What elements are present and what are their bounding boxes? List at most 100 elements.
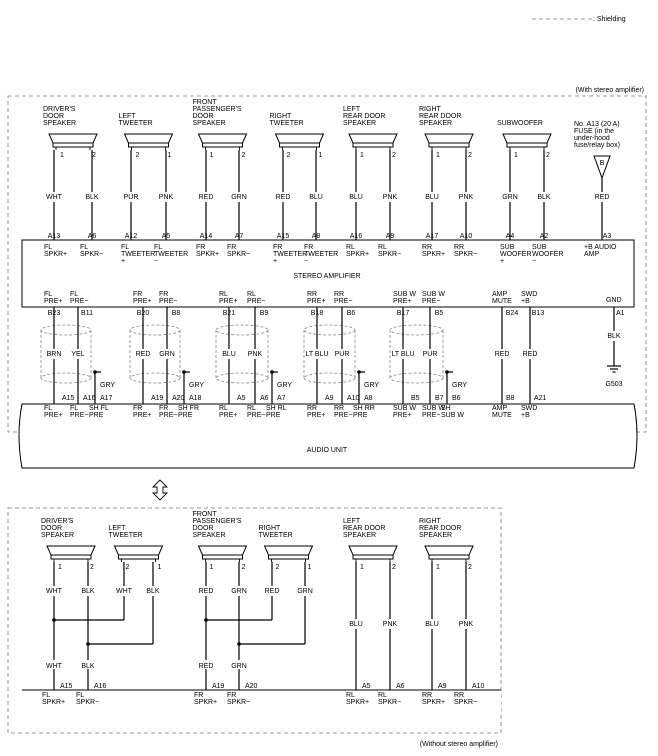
pre-out-0-au-conn: A17 [100,395,113,402]
b-speaker-3-color: RED [265,588,280,595]
b-front-out-1-au-label: FR [227,692,236,699]
speaker-6-amp-in: − [532,258,536,265]
pre-out-3-label: PRE− [334,298,352,305]
b-rear-0-1-color: PNK [383,621,398,628]
speaker-2-name: PASSENGER'S [193,106,242,113]
pre-out-3-au-label: RR [307,405,317,412]
pre-out-0-au-conn: A15 [62,395,75,402]
speaker-6-amp-in: WOOFER [500,251,532,258]
splice-dot [237,642,241,646]
pre-out-2-b-color: PNK [248,351,263,358]
b-rear-1-au-label: RR [454,692,464,699]
speaker-1-amp-in: − [154,258,158,265]
swd-au-label: +B [521,412,530,419]
pre-out-2-conn-b: B9 [260,310,269,317]
speaker-3-amp-in: − [304,258,308,265]
pre-out-3-au-label: SH RR [353,405,375,412]
b-speaker-2-name: PASSENGER'S [193,518,242,525]
pre-out-4-b-color: PUR [423,351,438,358]
b-speaker-3-pin: 2 [276,564,280,571]
b-rear-0-au-label: RL [346,692,355,699]
b-speaker-0-name: DRIVER'S [41,518,74,525]
speaker-1-name: TWEETER [119,120,153,127]
pre-out-3-shield [303,324,356,336]
speaker-2-amp-in: FR [227,244,236,251]
pre-out-3-au-conn: A10 [347,395,360,402]
speaker-5-pin: 2 [468,152,472,159]
pre-out-4-au-conn: B5 [411,395,420,402]
speaker-5-name: REAR DOOR [419,113,461,120]
pre-out-1-au-conn: A20 [172,395,185,402]
b-speaker-0-name: DOOR [41,525,62,532]
b-front-out-0-au-label: SPKR− [76,699,99,706]
speaker-1-amp-in: + [121,258,125,265]
speaker-2-amp-in: SPKR+ [196,251,219,258]
pre-out-1-au-label: PRE− [159,412,177,419]
pre-out-4-label: PRE+ [393,298,411,305]
b-speaker-1-pin: 2 [126,564,130,571]
speaker-3-1-color: BLU [309,194,323,201]
pre-out-1-label: PRE− [159,298,177,305]
pre-out-3-b-color: PUR [335,351,350,358]
speaker-2-amp-in: SPKR− [227,251,250,258]
b-speaker-2-pin: 2 [242,564,246,571]
b-speaker-0-pin: 2 [90,564,94,571]
b-front-out-1-au-label: SPKR− [227,699,250,706]
speaker-4-conn: A9 [386,233,395,240]
speaker-3-pin: 1 [319,152,323,159]
speaker-5-pin: 1 [436,152,440,159]
pre-out-4-au-label: SUB W [393,405,416,412]
speaker-4-icon [348,133,398,144]
fuse-label: FUSE (in the [574,128,614,135]
b-speaker-0-name: SPEAKER [41,532,74,539]
pre-out-4-au-label: SUB W [422,405,445,412]
speaker-0-amp-in: SPKR+ [44,251,67,258]
b-rear-1-conn: A9 [438,683,447,690]
b-front-out-0-au-label: FL [42,692,50,699]
swd-label: +B [521,298,530,305]
pre-out-1-au-conn: A18 [189,395,202,402]
speaker-0-icon [48,133,98,144]
pre-out-3-label: RR [334,291,344,298]
b-rear-0-name: SPEAKER [343,532,376,539]
speaker-3-icon [274,133,325,144]
swd-au-conn: A21 [534,395,547,402]
pre-out-1-au-label: PRE+ [133,412,151,419]
pre-out-0-drain-color: GRY [100,382,115,389]
speaker-3-pin: 2 [287,152,291,159]
speaker-4-amp-in: RL [346,244,355,251]
swd-color: RED [523,351,538,358]
splice-dot [445,370,449,374]
pre-out-2-au-label: PRE [266,412,281,419]
pre-out-4-au-label: SUB W [441,412,464,419]
b-rear-0-conn: A5 [362,683,371,690]
pre-out-4-label: PRE− [422,298,440,305]
pre-out-1-drain-color: GRY [189,382,204,389]
b-rear-0-au-label: SPKR+ [346,699,369,706]
pre-out-0-au-label: SH FL [89,405,109,412]
speaker-3-0-color: RED [276,194,291,201]
speaker-1-amp-in: TWEETER [154,251,188,258]
splice-dot [52,618,56,622]
speaker-0-name: DRIVER'S [43,106,76,113]
b-speaker-2-name: DOOR [193,525,214,532]
speaker-0-amp-in: SPKR− [80,251,103,258]
pre-out-2-au-conn: A7 [277,395,286,402]
b-rear-0-0-color: BLU [349,621,363,628]
pre-out-0-label: PRE− [70,298,88,305]
b-speaker-2-icon [197,545,248,556]
splice-dot [270,370,274,374]
pre-out-3-label: RR [307,291,317,298]
speaker-2-conn: A7 [235,233,244,240]
with-amp-frame [7,95,647,433]
pre-out-4-shield [389,330,444,378]
b-speaker-1-color: WHT [116,588,133,595]
pre-out-1-shield [129,372,181,384]
speaker-6-conn: A4 [506,233,515,240]
speaker-0-0-color: WHT [46,194,63,201]
speaker-5-name: RIGHT [419,106,442,113]
speaker-5-1-color: PNK [459,194,474,201]
speaker-0-amp-in: FL [44,244,52,251]
pre-out-2-label: RL [247,291,256,298]
pre-out-3-drain-color: GRY [364,382,379,389]
